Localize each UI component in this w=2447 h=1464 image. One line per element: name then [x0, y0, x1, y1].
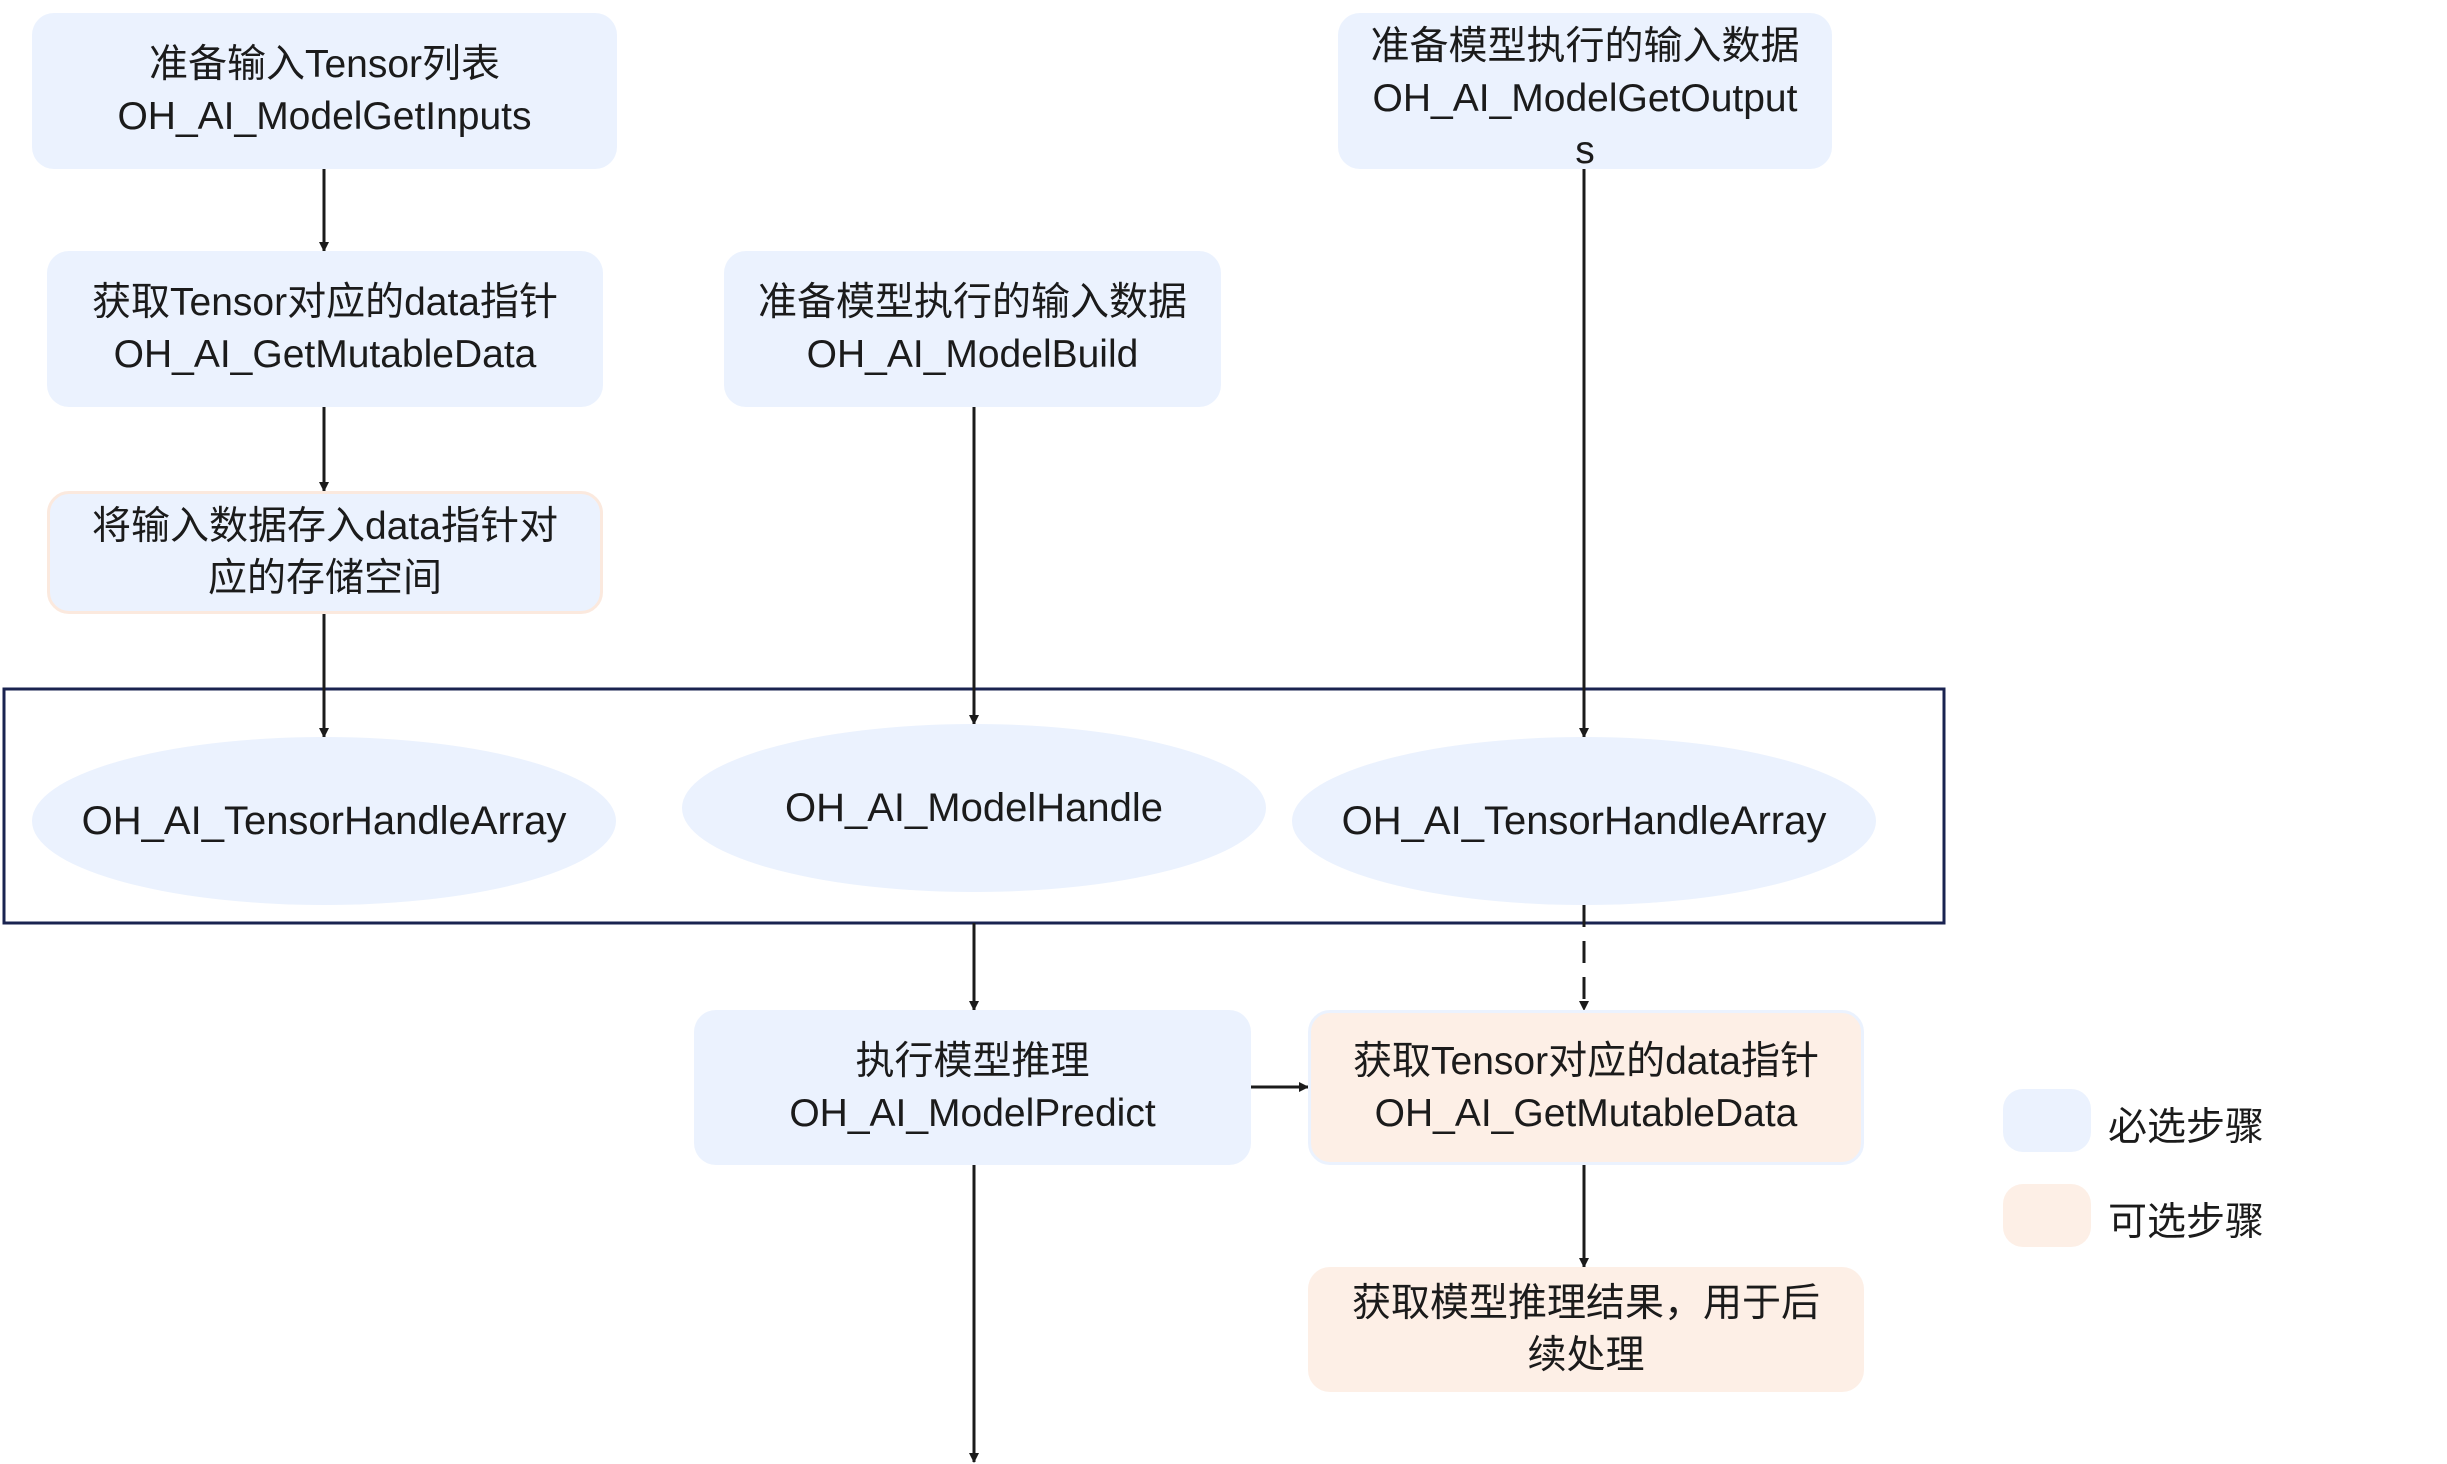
node-text-line: 获取模型推理结果，用于后	[1351, 1281, 1820, 1325]
ellipse-output-tensor-handle-array: OH_AI_TensorHandleArray	[1292, 737, 1876, 905]
node-text-line: OH_AI_ModelPredict	[789, 1091, 1156, 1135]
node-text-line: OH_AI_GetMutableData	[1374, 1091, 1798, 1135]
node-text-line: 准备模型执行的输入数据	[757, 281, 1187, 324]
node-text-line: 获取Tensor对应的data指针	[1353, 1039, 1819, 1083]
node-text-line: 准备模型执行的输入数据	[1370, 25, 1800, 68]
node-get-result: 获取模型推理结果，用于后 续处理	[1308, 1267, 1864, 1392]
node-model-get-inputs: 准备输入Tensor列表 OH_AI_ModelGetInputs	[32, 13, 617, 169]
node-text-line: OH_AI_ModelBuild	[806, 333, 1139, 376]
node-get-mutable-data-input: 获取Tensor对应的data指针 OH_AI_GetMutableData	[47, 251, 603, 407]
legend-required-label: 必选步骤	[2108, 1106, 2265, 1149]
legend-required-swatch	[2003, 1089, 2091, 1152]
ellipse-model-handle: OH_AI_ModelHandle	[682, 724, 1266, 892]
node-text-line: OH_AI_GetMutableData	[113, 333, 537, 376]
node-text-line: OH_AI_ModelGetOutput	[1372, 77, 1798, 120]
node-model-build: 准备模型执行的输入数据 OH_AI_ModelBuild	[724, 251, 1221, 407]
legend-optional-label: 可选步骤	[2108, 1201, 2265, 1244]
ellipse-input-tensor-handle-array: OH_AI_TensorHandleArray	[32, 737, 616, 905]
node-text-line: 执行模型推理	[855, 1039, 1090, 1083]
legend-optional-swatch	[2003, 1184, 2091, 1247]
node-text-line: 续处理	[1527, 1333, 1645, 1377]
node-get-mutable-data-output: 获取Tensor对应的data指针 OH_AI_GetMutableData	[1308, 1010, 1864, 1165]
node-store-input-data: 将输入数据存入data指针对 应的存储空间	[47, 491, 603, 614]
node-text-line: s	[1575, 129, 1595, 172]
node-text-line: OH_AI_ModelGetInputs	[117, 95, 532, 138]
node-text-line: 获取Tensor对应的data指针	[92, 281, 558, 324]
node-text-line: 准备输入Tensor列表	[148, 43, 501, 86]
ellipse-label: OH_AI_TensorHandleArray	[81, 798, 567, 843]
node-text-line: 应的存储空间	[207, 556, 442, 600]
ellipse-label: OH_AI_ModelHandle	[785, 785, 1163, 830]
ellipse-label: OH_AI_TensorHandleArray	[1341, 798, 1827, 843]
node-text-line: 将输入数据存入data指针对	[92, 504, 558, 548]
node-model-predict: 执行模型推理 OH_AI_ModelPredict	[694, 1010, 1251, 1165]
node-model-get-outputs: 准备模型执行的输入数据 OH_AI_ModelGetOutput s	[1338, 13, 1832, 172]
